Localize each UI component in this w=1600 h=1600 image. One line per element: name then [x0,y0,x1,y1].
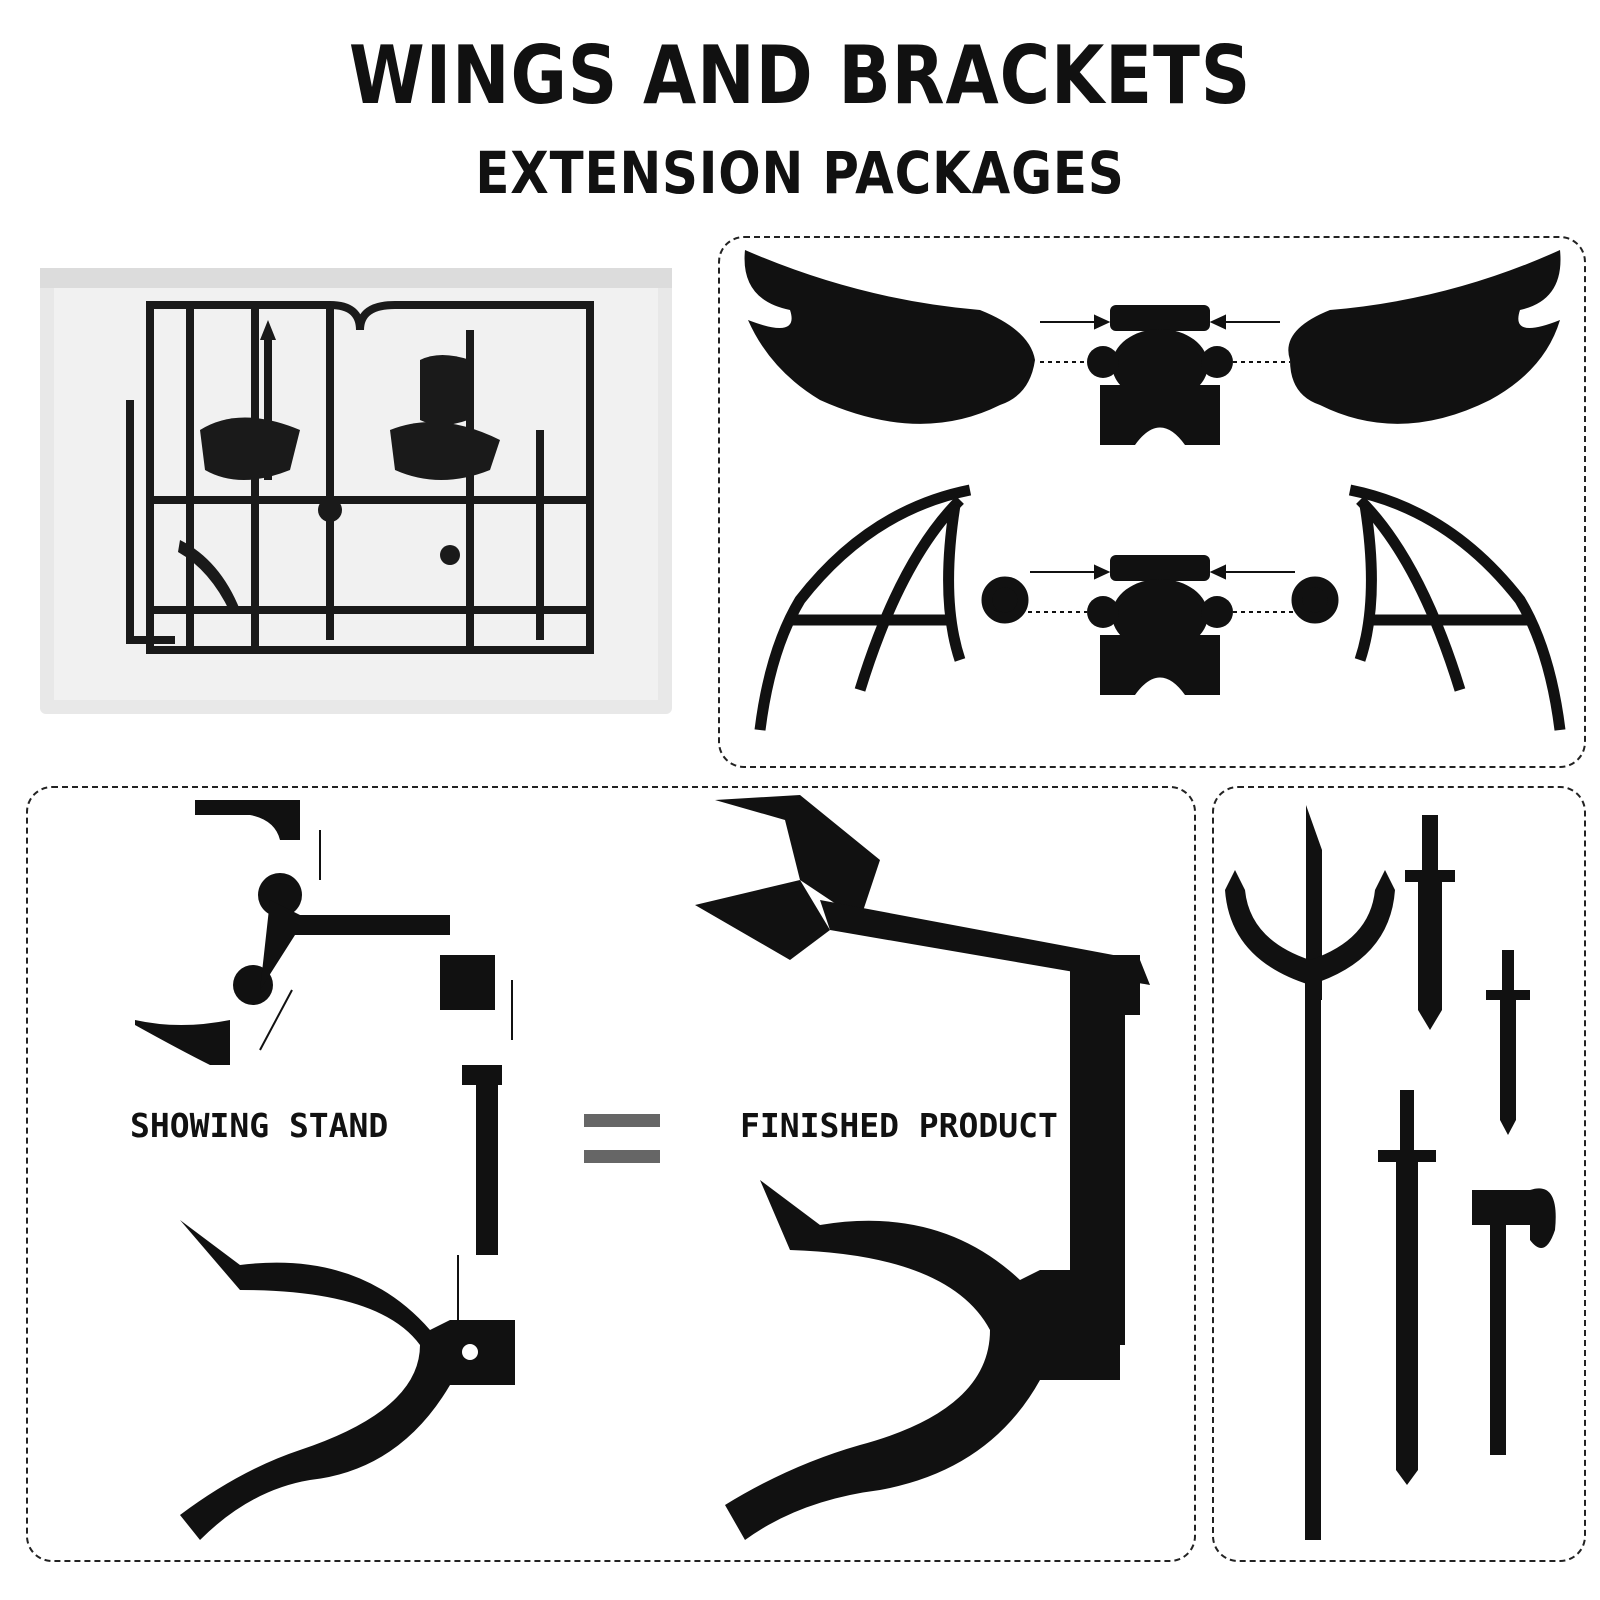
axe-icon [1472,1188,1556,1455]
weapons-panel [1212,786,1586,1562]
plastic-bag [40,268,672,714]
stand-arm-icon [135,800,495,1065]
finished-product-label: FINISHED PRODUCT [740,1106,1058,1145]
wing-connector-icon [1087,555,1233,695]
trident-icon [1225,805,1395,1540]
dagger-icon [1486,950,1530,1135]
stand-panel [26,786,1196,1562]
bat-wing-icon [1291,484,1566,731]
wing-connector-icon [1087,305,1233,445]
assembly-arrows [259,830,513,1320]
page-subtitle: EXTENSION PACKAGES [475,139,1125,207]
sprue-parts [178,320,500,612]
wings-panel [718,236,1586,768]
feather-wing-icon [1288,250,1561,424]
stand-clamp-icon [180,1220,515,1540]
stand-post-icon [462,1065,502,1255]
bat-wing-icon [754,484,1029,731]
sword-icon [1378,1090,1436,1485]
equals-sign-top-bar [584,1114,660,1127]
equals-sign-bottom-bar [584,1150,660,1163]
connector-arrows [1028,564,1297,613]
showing-stand-label: SHOWING STAND [130,1106,389,1145]
page-title: WINGS AND BRACKETS [348,29,1252,122]
feather-wing-icon [744,250,1035,424]
connector-arrows [1040,314,1290,363]
finished-product-image [695,795,1150,1540]
sword-icon [1405,815,1455,1030]
